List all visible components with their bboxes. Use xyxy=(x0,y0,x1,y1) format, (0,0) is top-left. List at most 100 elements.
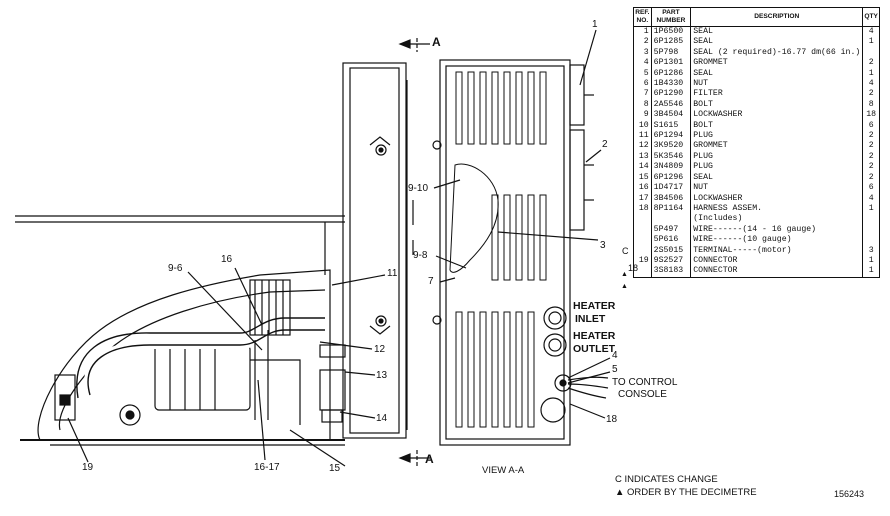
cell-qty: 6 xyxy=(868,120,874,130)
cell-desc: CONNECTOR xyxy=(690,266,864,278)
callout-3: 3 xyxy=(600,240,606,251)
cell-qty: 4 xyxy=(868,193,874,203)
cell-qty: 8 xyxy=(868,99,874,109)
cell-part: 6P1296 xyxy=(651,172,692,184)
cell-ref xyxy=(633,214,652,225)
heater-inlet-label-1: HEATER xyxy=(573,300,616,312)
cell-ref: 5 xyxy=(633,68,652,80)
cell-qty: 1 xyxy=(868,203,874,213)
cell-ref: 17 xyxy=(633,193,652,204)
section-arrows xyxy=(398,38,430,468)
cell-qty: 4 xyxy=(868,27,874,36)
cell-ref: 15 xyxy=(633,172,652,184)
cell-part: 2A5546 xyxy=(651,99,692,111)
cell-part: 6P1285 xyxy=(651,37,692,48)
cell-qty xyxy=(863,235,880,245)
heater-inlet-label-2: INLET xyxy=(575,313,606,325)
cell-desc: PLUG xyxy=(690,131,864,142)
cell-desc: NUT xyxy=(690,79,864,90)
cell-ref: 2 xyxy=(633,37,652,48)
cell-ref xyxy=(633,245,652,256)
cell-ref: 3 xyxy=(633,47,652,59)
heater-outlet-label-1: HEATER xyxy=(573,330,616,342)
cell-qty: 2 xyxy=(868,162,874,172)
cell-part: 1B4330 xyxy=(651,79,692,90)
cell-qty: 3 xyxy=(868,245,874,255)
cell-ref: 10 xyxy=(633,120,652,132)
col-part-number: PART NUMBER xyxy=(650,7,692,27)
cell-ref: 13 xyxy=(633,151,652,163)
callout-7: 7 xyxy=(428,276,434,287)
cell-desc: SEAL xyxy=(690,26,864,38)
cell-part: 3B4506 xyxy=(651,193,692,204)
cell-part: 5P616 xyxy=(651,235,692,246)
cell-desc: LOCKWASHER xyxy=(690,110,864,121)
cell-qty xyxy=(863,48,880,58)
callout-9-6: 9-6 xyxy=(168,263,183,274)
cell-part: 8P1164 xyxy=(651,203,692,215)
cell-desc: (Includes) xyxy=(690,214,864,225)
cell-desc: PLUG xyxy=(690,162,864,173)
cell-desc: PLUG xyxy=(690,151,864,163)
cell-part: 1D4717 xyxy=(651,183,692,194)
legend-change: C INDICATES CHANGE xyxy=(615,474,718,485)
cell-ref: 14 xyxy=(633,162,652,173)
cell-part: 1P6500 xyxy=(651,26,692,38)
callout-19: 19 xyxy=(82,462,94,473)
cell-ref: 18 xyxy=(633,203,652,215)
cell-part: 6P1290 xyxy=(651,89,692,100)
cell-ref: 4 xyxy=(633,58,652,69)
cell-desc: BOLT xyxy=(690,99,864,111)
callout-18: 18 xyxy=(606,414,618,425)
cell-qty: 1 xyxy=(868,68,874,78)
table-header: REF. NO. PART NUMBER DESCRIPTION QTY xyxy=(633,7,880,27)
cell-part: 3N4809 xyxy=(651,162,692,173)
change-mark: C xyxy=(622,246,629,256)
cell-ref: 16 xyxy=(633,183,652,194)
cell-ref xyxy=(633,266,652,278)
cell-part: 3B4504 xyxy=(651,110,692,121)
cell-part xyxy=(651,214,692,225)
cell-part: 2S5015 xyxy=(651,245,692,256)
cell-qty: 2 xyxy=(868,131,874,141)
cell-desc: WIRE------(10 gauge) xyxy=(690,235,864,246)
callout-11: 11 xyxy=(387,268,398,279)
view-a-a-label: VIEW A-A xyxy=(482,465,525,476)
callout-1: 1 xyxy=(592,19,598,30)
side-view xyxy=(15,62,414,467)
section-marker-bottom: A xyxy=(425,452,434,466)
legend-order: ▲ ORDER BY THE DECIMETRE xyxy=(615,487,757,498)
cell-desc: SEAL xyxy=(690,68,864,80)
order-mark-2: ▲ xyxy=(621,283,628,290)
cell-ref: 9 xyxy=(633,110,652,121)
cell-qty: 2 xyxy=(868,58,874,68)
col-qty: QTY xyxy=(862,7,880,27)
cell-ref: 8 xyxy=(633,99,652,111)
cell-ref: 11 xyxy=(633,131,652,142)
cell-part: 6P1286 xyxy=(651,68,692,80)
callout-12: 12 xyxy=(374,344,386,355)
order-mark-1: ▲ xyxy=(621,271,628,278)
to-control-label-2: CONSOLE xyxy=(618,389,667,400)
cell-part: S1615 xyxy=(651,120,692,132)
cell-desc: FILTER xyxy=(690,89,864,100)
cell-part: 3S8183 xyxy=(651,266,692,278)
